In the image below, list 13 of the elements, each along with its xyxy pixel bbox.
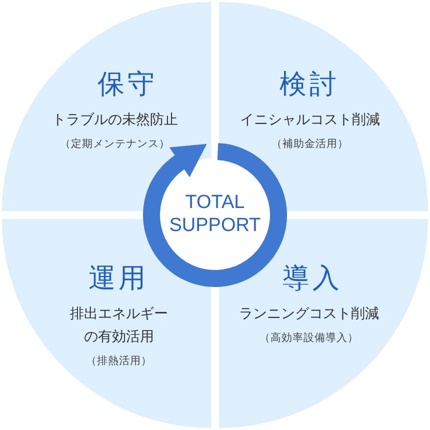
stage-title: 運用: [88, 264, 148, 294]
stage-note: （高効率設備導入）: [260, 331, 358, 346]
stage-description: 排出エネルギーの有効活用: [69, 305, 169, 347]
stage-title: 導入: [282, 264, 342, 294]
stage-note: （定期メンテナンス）: [60, 137, 170, 152]
stage-title: 保守: [96, 70, 158, 100]
stage-title: 検討: [278, 70, 340, 100]
stage-description: トラブルの未然防止: [52, 111, 178, 130]
stage-note: （排熱活用）: [86, 354, 152, 369]
stage-description: イニシャルコスト削減: [240, 111, 380, 130]
center-label: TOTAL SUPPORT: [168, 190, 262, 236]
stage-note: （補助金活用）: [272, 137, 348, 152]
stage-description: ランニングコスト削減: [239, 305, 379, 324]
